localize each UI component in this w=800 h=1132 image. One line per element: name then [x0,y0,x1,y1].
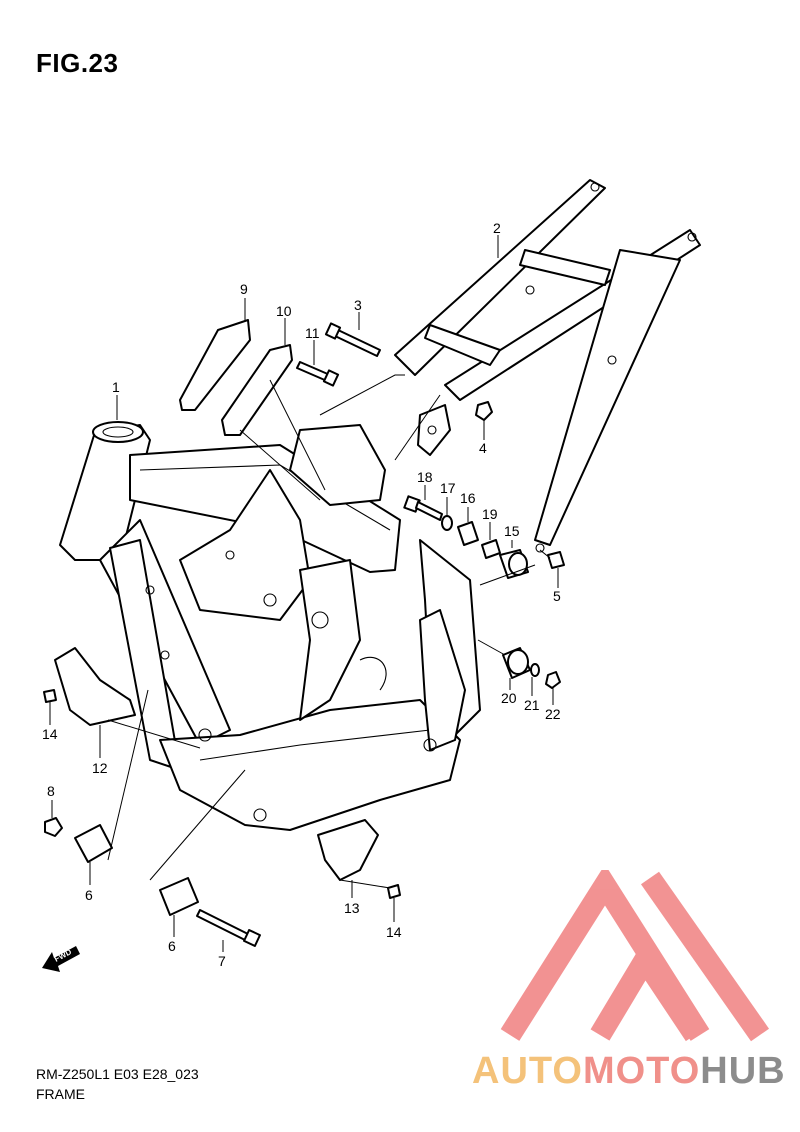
leader-lines [49,235,559,952]
footer-section-name: FRAME [36,1086,85,1102]
callout-5: 5 [553,588,561,604]
bolt-part-5 [539,549,565,569]
bracket-part-6b [159,877,199,916]
callout-14a: 14 [42,726,58,742]
subframe-drawing [394,179,701,553]
callout-22: 22 [545,706,561,722]
watermark-auto: AUTO [472,1050,583,1092]
callout-18: 18 [417,469,433,485]
callout-21: 21 [524,697,540,713]
callout-labels: 1 2 3 4 5 6 6 7 8 9 10 11 12 13 14 14 15… [42,220,561,969]
guard-part-13 [317,819,379,881]
bolt-part-14b [387,884,401,899]
nut-part-4 [475,401,493,421]
bracket-part-9 [179,319,251,411]
callout-19: 19 [482,506,498,522]
washer-part-17 [441,515,453,531]
callout-3: 3 [354,297,362,313]
callout-8: 8 [47,783,55,799]
callout-4: 4 [479,440,487,456]
watermark-logo-icon [500,870,770,1042]
callout-2: 2 [493,220,501,236]
main-frame-drawing [59,421,481,831]
bushing-part-20 [502,647,531,679]
bolt-part-3 [324,322,381,357]
figure-title: FIG.23 [36,48,119,78]
callout-6a: 6 [85,887,93,903]
bolt-part-18 [403,495,443,521]
bushing-part-15 [499,549,529,579]
nut-part-22 [545,671,561,689]
callout-20: 20 [501,690,517,706]
callout-16: 16 [460,490,476,506]
callout-14b: 14 [386,924,402,940]
bolt-part-11 [296,361,340,387]
nut-part-8 [44,817,63,837]
callout-13: 13 [344,900,360,916]
callout-7: 7 [218,953,226,969]
washer-part-21 [530,663,540,677]
watermark-hub: HUB [700,1050,786,1092]
fwd-arrow-icon: FWD [42,946,80,972]
footer-model-code: RM-Z250L1 E03 E28_023 [36,1066,199,1082]
callout-15: 15 [504,523,520,539]
collar-part-16 [457,521,479,546]
bracket-part-6a [74,824,113,863]
callout-12: 12 [92,760,108,776]
callout-6b: 6 [168,938,176,954]
spacer-part-19 [481,539,501,559]
callout-10: 10 [276,303,292,319]
callout-17: 17 [440,480,456,496]
bolt-part-7 [196,909,261,947]
watermark-text: AUTOMOTOHUB [472,1050,786,1093]
callout-1: 1 [112,379,120,395]
callout-9: 9 [240,281,248,297]
callout-11: 11 [305,325,320,341]
watermark-moto: MOTO [582,1050,701,1092]
bracket-part-10 [221,344,293,436]
guard-part-12 [54,647,136,726]
bolt-part-14a [43,689,57,703]
